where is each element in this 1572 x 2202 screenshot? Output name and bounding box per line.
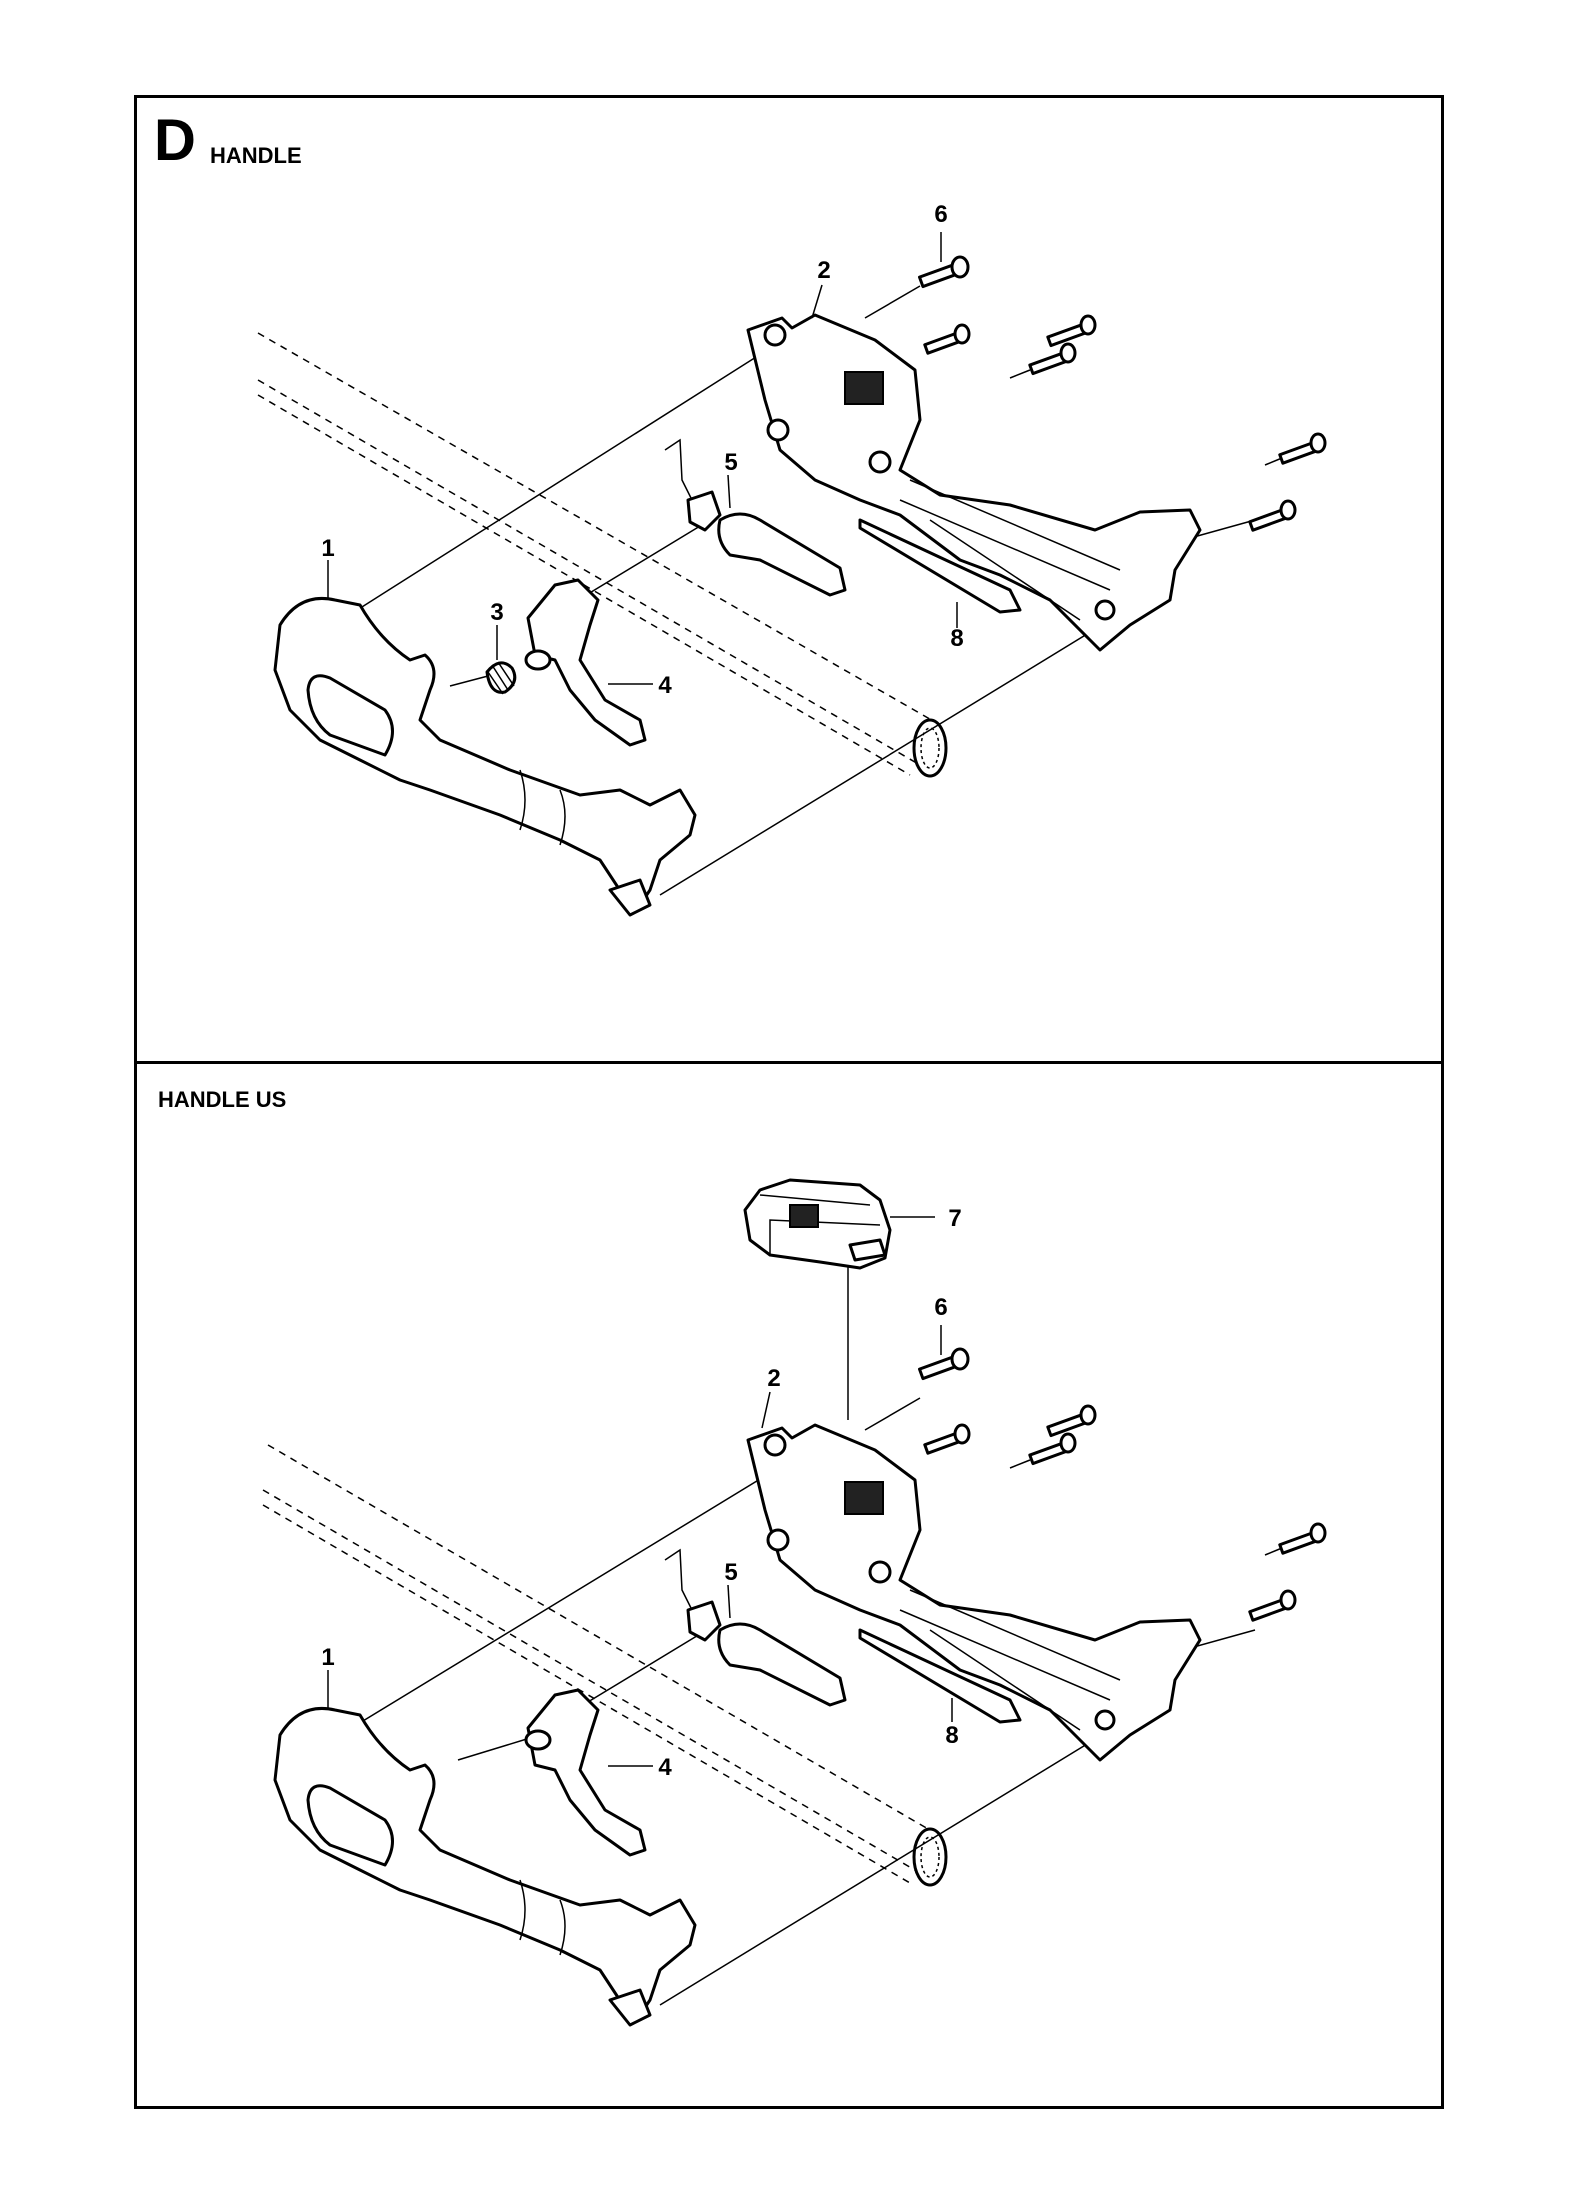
part-8-strip: [858, 1628, 1022, 1724]
callout-1: 1: [321, 1644, 334, 1671]
callout-4: 4: [658, 1754, 672, 1781]
screw-6: [1028, 1432, 1077, 1466]
callout-6: 6: [934, 201, 947, 228]
shaft-tube-end: [912, 718, 948, 778]
callout-8: 8: [945, 1722, 958, 1749]
part-4-trigger: [526, 578, 647, 747]
assembly-line: [334, 1469, 776, 1739]
part-1-main-grip: [273, 596, 697, 907]
housing-label: [844, 371, 884, 405]
screw-6: [923, 1423, 971, 1455]
part-4-trigger: [526, 1688, 647, 1857]
assembly-line: [457, 1737, 531, 1761]
screw-6: [917, 255, 970, 289]
grip-window: [306, 1784, 394, 1867]
shaft-dash-line: [257, 379, 921, 766]
grip-clip: [608, 878, 652, 917]
housing-label: [844, 1481, 884, 1515]
section-title: HANDLE: [210, 143, 302, 168]
callout-7: 7: [948, 1205, 961, 1232]
spring-coils: [487, 661, 515, 695]
screw-6: [1278, 432, 1327, 465]
trigger-bushing: [524, 1729, 552, 1751]
screw-6: [923, 323, 971, 355]
shaft-tube-inner: [920, 1836, 940, 1878]
callout-6: 6: [934, 1294, 947, 1321]
screw-6: [1248, 1589, 1297, 1622]
assembly-line: [864, 1397, 921, 1431]
callout-1: 1: [321, 535, 334, 562]
screw-6: [917, 1347, 970, 1381]
screw-leader: [1009, 369, 1031, 379]
housing-boss: [763, 323, 787, 347]
part-5-lever: [717, 512, 847, 597]
callout-3: 3: [490, 599, 503, 626]
cover-edge: [759, 1194, 881, 1255]
part-8-strip: [858, 518, 1022, 614]
trigger-bushing: [524, 649, 552, 671]
leader-5: [727, 1584, 731, 1619]
screw-6: [1046, 1404, 1097, 1438]
shaft-tube-end: [912, 1827, 948, 1887]
leader-5: [727, 474, 731, 509]
housing-boss: [1094, 599, 1116, 621]
callout-4: 4: [658, 672, 672, 699]
part-5-lever-pivot: [686, 490, 722, 532]
part-5-wire: [664, 1548, 693, 1611]
callout-8: 8: [950, 625, 963, 652]
housing-boss: [1094, 1709, 1116, 1731]
part-5-lever: [717, 1622, 847, 1707]
screw-6: [1248, 499, 1297, 532]
callout-5: 5: [724, 449, 737, 476]
grip-contour: [519, 769, 566, 846]
housing-boss: [868, 450, 892, 474]
grip-window: [306, 674, 394, 757]
assembly-line: [659, 619, 1111, 896]
cover-tab: [848, 1238, 887, 1262]
shaft-dash-line: [267, 1444, 936, 1834]
leader-2: [761, 1391, 771, 1429]
screw-6: [1028, 342, 1077, 376]
part-2-upper-housing: [746, 1423, 1202, 1762]
screw-leader: [1264, 1547, 1283, 1556]
shaft-dash-line: [262, 1504, 911, 1884]
part-2-upper-housing: [746, 313, 1202, 652]
cover-label: [789, 1204, 819, 1228]
callout-2: 2: [817, 257, 830, 284]
part-5-wire: [664, 438, 693, 501]
housing-boss: [868, 1560, 892, 1584]
section-divider: [134, 1061, 1444, 1064]
housing-ribs: [899, 1589, 1121, 1731]
callout-5: 5: [724, 1559, 737, 1586]
assembly-line: [449, 675, 489, 687]
shaft-tube-inner: [920, 727, 940, 769]
bottom-diagram: 7 6 2 5 1 4 8: [262, 1178, 1327, 2027]
assembly-line: [659, 1729, 1111, 2006]
section-letter: D: [154, 108, 196, 173]
shaft-dash-line: [257, 332, 936, 723]
housing-boss: [766, 418, 790, 442]
grip-contour: [519, 1879, 566, 1956]
page-frame: [134, 95, 1444, 2109]
part-1-main-grip: [273, 1706, 697, 2017]
leader-2: [811, 284, 823, 319]
housing-ribs: [899, 479, 1121, 621]
grip-clip: [608, 1988, 652, 2027]
housing-boss: [766, 1528, 790, 1552]
screw-6: [1046, 314, 1097, 348]
screw-6: [1278, 1522, 1327, 1555]
callout-2: 2: [767, 1365, 780, 1392]
shaft-dash-line: [262, 1489, 921, 1874]
top-diagram: 6 2 5 1 3 4 8: [257, 201, 1327, 917]
assembly-line: [331, 344, 776, 627]
part-5-lever-pivot: [686, 1600, 722, 1642]
screw-leader: [1264, 457, 1283, 466]
housing-boss: [763, 1433, 787, 1457]
assembly-line: [864, 285, 921, 319]
section-title-us: HANDLE US: [158, 1087, 287, 1112]
screw-leader: [1009, 1459, 1031, 1469]
